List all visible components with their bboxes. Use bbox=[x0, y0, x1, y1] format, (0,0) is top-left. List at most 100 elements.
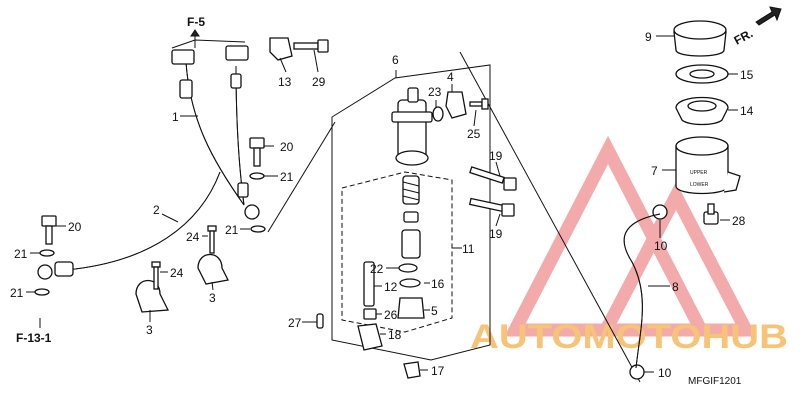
nut-16 bbox=[399, 278, 421, 288]
bolt-19-upper bbox=[469, 166, 517, 191]
assembly-frame-6 bbox=[331, 64, 491, 361]
cotter-pin-17 bbox=[403, 361, 421, 379]
piston bbox=[401, 229, 421, 259]
label-part-13: 13 bbox=[278, 75, 292, 89]
bolt-19-lower bbox=[468, 197, 515, 217]
label-part-14: 14 bbox=[740, 104, 754, 118]
label-part-23: 23 bbox=[428, 85, 442, 99]
label-part-6: 6 bbox=[392, 53, 399, 67]
label-part-19-lower: 19 bbox=[489, 227, 503, 241]
label-part-20-left: 20 bbox=[68, 220, 82, 234]
washer-21-left-upper bbox=[39, 249, 55, 257]
reservoir-hose-8 bbox=[623, 213, 661, 369]
reservoir-7: UPPER LOWER bbox=[675, 136, 741, 195]
hose-fitting-top-right bbox=[225, 45, 249, 61]
assembly-boundary-line bbox=[267, 121, 336, 233]
label-part-21-right-lower: 21 bbox=[225, 223, 239, 237]
spring bbox=[402, 175, 420, 205]
front-direction-indicator: FR. bbox=[732, 6, 782, 48]
label-part-18: 18 bbox=[388, 328, 402, 342]
reservoir-lower-mark: LOWER bbox=[690, 182, 709, 188]
hose-clamp-3-left bbox=[135, 279, 170, 313]
label-part-29: 29 bbox=[312, 75, 326, 89]
hose-end-mid bbox=[237, 182, 249, 198]
bolt-29 bbox=[293, 39, 329, 53]
diaphragm-14 bbox=[675, 96, 729, 126]
label-part-1: 1 bbox=[172, 110, 179, 124]
front-direction-label: FR. bbox=[732, 26, 756, 47]
label-part-16: 16 bbox=[431, 277, 445, 291]
ref-f5-bracket bbox=[171, 39, 246, 49]
label-part-24-left: 24 bbox=[170, 266, 184, 280]
ref-f13-1-label: F-13-1 bbox=[16, 331, 52, 345]
circlip-22 bbox=[398, 263, 418, 273]
banjo-fitting-left bbox=[37, 264, 53, 280]
reservoir-boundary-line bbox=[459, 51, 641, 383]
hose-clamp-3-right bbox=[197, 253, 229, 285]
hose-clip-10-lower bbox=[629, 364, 645, 380]
screw-24-left bbox=[151, 261, 161, 290]
label-part-12: 12 bbox=[384, 280, 398, 294]
ref-f5-arrowhead bbox=[190, 29, 200, 37]
label-part-20-right: 20 bbox=[280, 140, 294, 154]
label-part-3-right: 3 bbox=[209, 291, 216, 305]
label-part-27: 27 bbox=[288, 316, 302, 330]
watermark: AUTOMOTOHUB bbox=[470, 135, 788, 356]
watermark-text: AUTOMOTOHUB bbox=[470, 318, 788, 356]
label-part-22: 22 bbox=[370, 262, 384, 276]
plate-15 bbox=[675, 64, 729, 84]
leader-lines bbox=[26, 35, 738, 373]
label-part-17: 17 bbox=[431, 364, 445, 378]
pin-27 bbox=[316, 313, 324, 329]
reservoir-upper-mark: UPPER bbox=[690, 170, 708, 176]
label-part-2: 2 bbox=[153, 203, 160, 217]
label-part-25: 25 bbox=[467, 127, 481, 141]
banjo-fitting-right bbox=[244, 204, 260, 220]
label-part-21-right-upper: 21 bbox=[280, 170, 294, 184]
label-part-19-upper: 19 bbox=[489, 149, 503, 163]
label-part-10-lower: 10 bbox=[658, 366, 672, 380]
label-part-11: 11 bbox=[462, 242, 475, 256]
rod-joint-18 bbox=[357, 323, 383, 351]
label-part-8: 8 bbox=[672, 280, 679, 294]
front-arrow-icon bbox=[755, 6, 782, 26]
washer-21-right-upper bbox=[249, 172, 265, 180]
push-rod-12 bbox=[363, 261, 375, 307]
watermark-triangle-logo bbox=[504, 135, 757, 337]
subassembly-frame-11 bbox=[341, 171, 453, 333]
label-part-5: 5 bbox=[431, 304, 438, 318]
label-part-9: 9 bbox=[645, 30, 652, 44]
hose-fitting-top-left bbox=[171, 49, 195, 65]
label-part-26: 26 bbox=[384, 308, 398, 322]
ref-f5-label: F-5 bbox=[187, 15, 205, 29]
reservoir-cap-9 bbox=[673, 20, 727, 57]
bolt-20-right bbox=[249, 137, 265, 167]
bolt-20-left bbox=[41, 215, 57, 245]
label-part-7: 7 bbox=[651, 164, 658, 178]
piston-cup bbox=[403, 211, 419, 223]
washer-21-left-lower bbox=[34, 288, 50, 296]
label-part-15: 15 bbox=[740, 68, 754, 82]
screw-24-right bbox=[207, 225, 217, 254]
part-labels: 1 2 13 29 20 21 21 20 21 21 24 24 3 3 F-… bbox=[10, 30, 754, 387]
label-part-21-left-lower: 21 bbox=[10, 286, 24, 300]
screw-28 bbox=[703, 203, 719, 225]
label-part-24-right: 24 bbox=[186, 230, 200, 244]
hose-clip-10-upper bbox=[652, 204, 668, 220]
label-part-4: 4 bbox=[447, 70, 454, 84]
label-part-10-upper: 10 bbox=[654, 239, 668, 253]
hose-end-left bbox=[54, 261, 74, 277]
diagram-code: MFGIF1201 bbox=[688, 376, 742, 387]
label-part-21-left-upper: 21 bbox=[14, 247, 28, 261]
hose-collar-right bbox=[230, 73, 242, 89]
hose-joint-4 bbox=[445, 91, 467, 119]
boot-5 bbox=[397, 297, 425, 319]
nut-26 bbox=[363, 308, 377, 320]
screw-25 bbox=[469, 98, 489, 110]
hose-bracket-13 bbox=[269, 37, 293, 61]
label-part-28: 28 bbox=[732, 214, 746, 228]
o-ring-23 bbox=[432, 106, 444, 122]
washer-21-right-lower bbox=[250, 225, 266, 233]
hose-collar-left bbox=[179, 79, 193, 99]
